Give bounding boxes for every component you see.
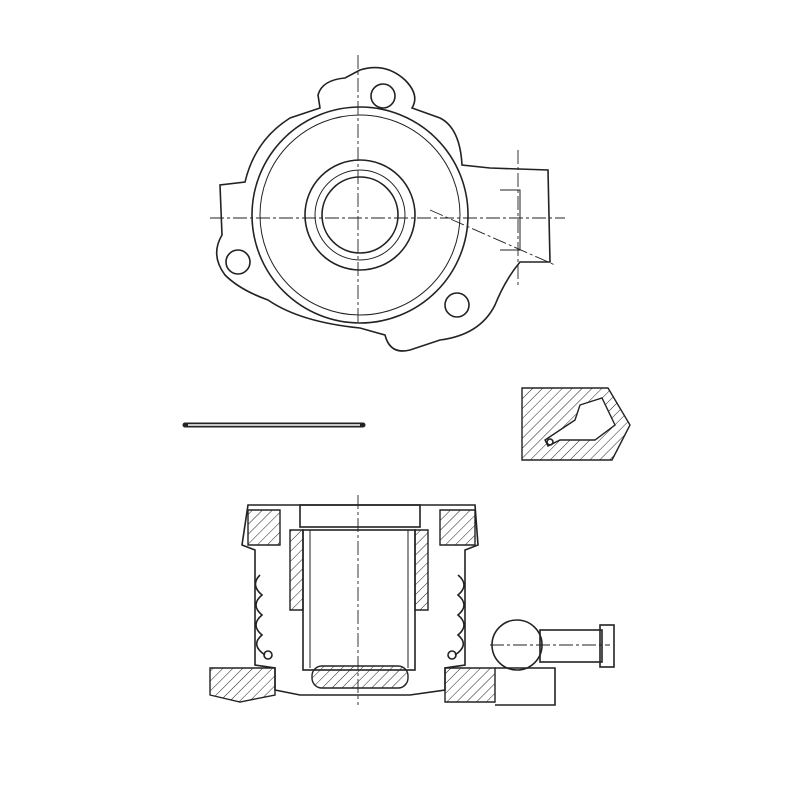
housing-outline <box>215 66 551 352</box>
port-bore <box>500 189 521 251</box>
bolt-hole-top <box>370 83 396 109</box>
bore-ring-circle <box>314 169 406 261</box>
flange-inner-circle <box>259 114 461 316</box>
bore-circle <box>321 176 399 254</box>
outer-flange-circle <box>251 106 469 324</box>
port-section-detail <box>521 387 631 461</box>
top-view <box>210 55 565 352</box>
bolt-hole-right <box>444 292 470 318</box>
bolt-hole-left <box>225 249 251 275</box>
cross-section-view <box>209 495 615 706</box>
bore-outer-circle <box>304 159 416 271</box>
